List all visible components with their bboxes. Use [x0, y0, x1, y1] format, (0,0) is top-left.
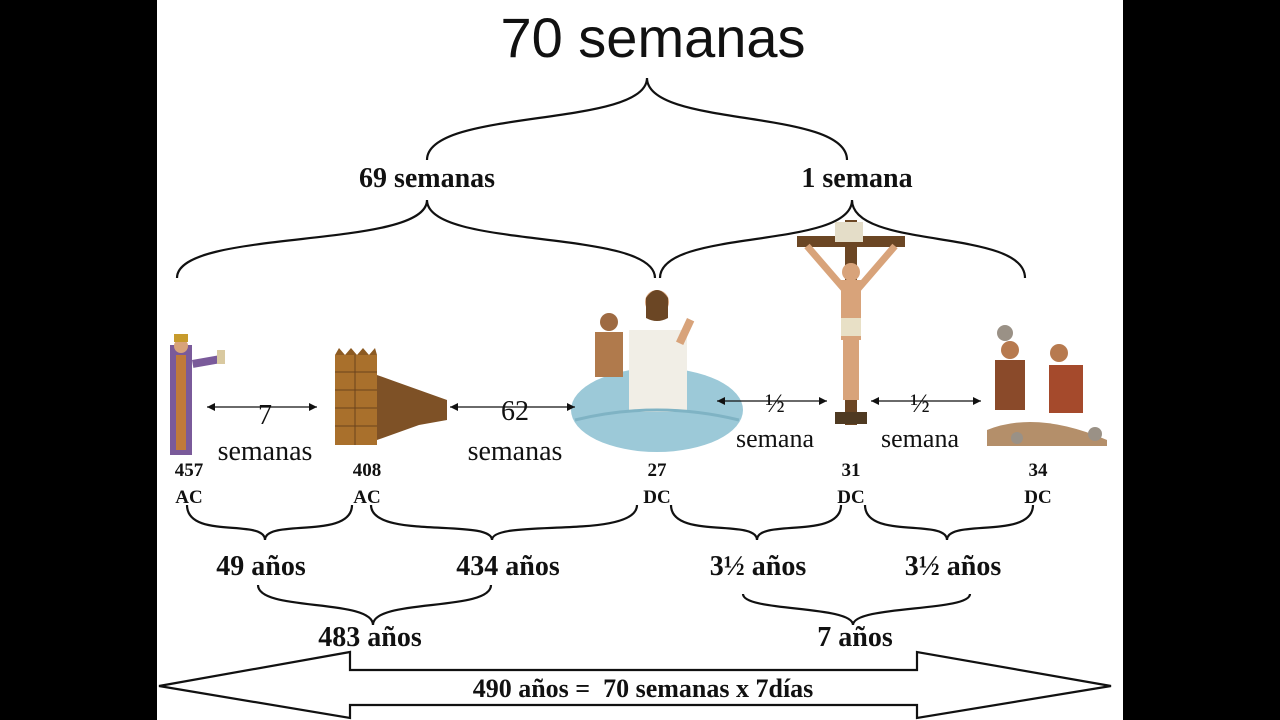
date-408-year: 408 [353, 460, 382, 481]
stoning-figure [987, 325, 1107, 446]
date-408-era: AC [353, 487, 380, 508]
label-69-weeks: 69 semanas [359, 163, 495, 194]
date-31-era: DC [837, 487, 864, 508]
diagram-title: 70 semanas [500, 6, 805, 69]
date-31-year: 31 [842, 460, 861, 481]
years-434-label: 434 años [456, 551, 560, 582]
baptism-figure [571, 290, 743, 452]
period-2-unit: semanas [468, 436, 563, 467]
period-3-unit: semana [736, 424, 814, 453]
label-1-week: 1 semana [801, 163, 912, 194]
date-27-year: 27 [648, 460, 668, 481]
period-1-unit: semanas [218, 436, 313, 467]
brace-70-weeks [427, 78, 847, 160]
date-34-era: DC [1024, 487, 1051, 508]
crucifixion-figure [797, 220, 905, 425]
brace-7-years [743, 594, 970, 625]
date-34-year: 34 [1029, 460, 1049, 481]
timeline-diagram: 70 semanas 69 semanas 1 semana [157, 0, 1123, 720]
brace-483-years [258, 585, 491, 625]
city-wall-figure [335, 348, 447, 445]
period-4-unit: semana [881, 424, 959, 453]
years-3-5-b-label: 3½ años [905, 551, 1002, 582]
years-483-label: 483 años [318, 622, 422, 653]
years-49-label: 49 años [216, 551, 306, 582]
brace-49-years [187, 505, 352, 540]
brace-3-5-years-a [671, 505, 841, 540]
period-1-value: 7 [258, 400, 272, 431]
slide-canvas: 70 semanas 69 semanas 1 semana [157, 0, 1123, 720]
period-4-value: ½ [910, 389, 930, 418]
years-7-label: 7 años [817, 622, 893, 653]
years-3-5-a-label: 3½ años [710, 551, 807, 582]
total-equation-label: 490 años = 70 semanas x 7días [473, 674, 814, 703]
brace-3-5-years-b [865, 505, 1033, 540]
period-2-value: 62 [501, 396, 529, 427]
brace-434-years [371, 505, 637, 540]
date-27-era: DC [643, 487, 670, 508]
date-457-year: 457 [175, 460, 204, 481]
date-457-era: AC [175, 487, 202, 508]
period-3-value: ½ [765, 389, 785, 418]
brace-69-weeks [177, 200, 655, 278]
